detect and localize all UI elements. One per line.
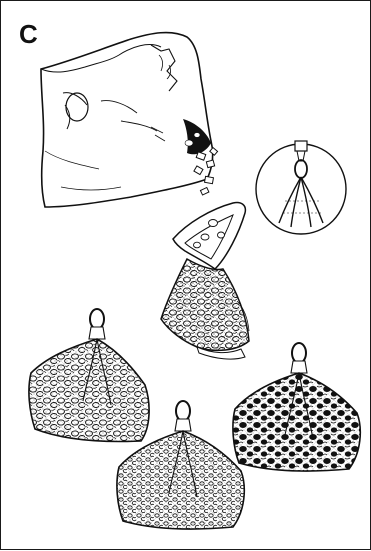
filled-net-bag-left [29,309,149,442]
net-bag-being-filled [161,202,249,359]
filled-net-bag-dark [233,343,360,471]
paper-bag [41,33,213,207]
loop-detail-icon [256,141,346,234]
